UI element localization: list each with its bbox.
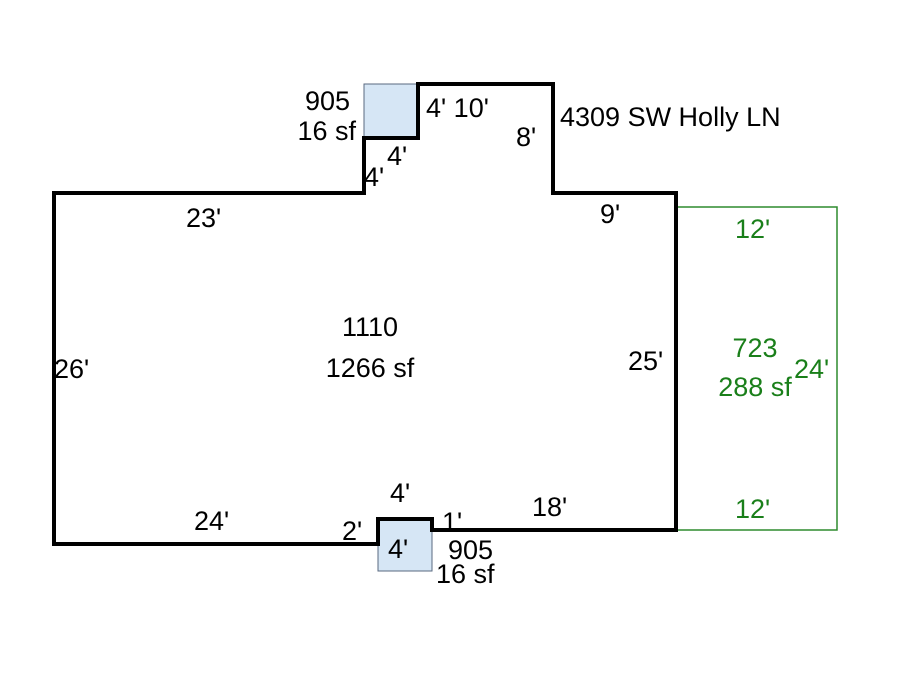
dim-bump-right: 8' <box>516 122 536 152</box>
porch-bottom-shape <box>377 518 433 572</box>
dim-top-right: 9' <box>600 199 620 229</box>
porch-top-shape <box>363 83 419 139</box>
dim-bottom-left: 24' <box>194 506 229 536</box>
dim-bottom-right: 18' <box>532 492 567 522</box>
main-area-code: 1110 <box>342 312 398 342</box>
dim-left: 26' <box>54 354 89 384</box>
dim-notch-top: 4' <box>390 478 410 508</box>
porch-bottom-dim: 4' <box>388 534 408 564</box>
porch-top-code: 905 <box>305 86 350 116</box>
dim-right: 25' <box>628 346 663 376</box>
porch-bottom-area: 16 sf <box>436 559 495 589</box>
dim-top-left: 23' <box>186 203 221 233</box>
garage-dim-top: 12' <box>735 214 770 244</box>
porch-top-area: 16 sf <box>297 116 356 146</box>
dim-bump-side-left: 4' <box>364 162 384 192</box>
dim-notch-left: 2' <box>342 516 362 546</box>
main-area-sf: 1266 sf <box>326 353 415 383</box>
porch-bottom-code: 905 <box>448 535 493 565</box>
main-area-outline <box>52 82 678 546</box>
dim-bump-side-top: 4' <box>387 141 407 171</box>
dim-notch-right: 1' <box>442 507 462 537</box>
address-label: 4309 SW Holly LN <box>560 102 781 132</box>
garage-code: 723 <box>732 333 777 363</box>
garage-dim-bottom: 12' <box>735 494 770 524</box>
garage-area: 288 sf <box>718 372 792 402</box>
garage-dim-right: 24' <box>794 354 829 384</box>
dim-bump-top: 4' 10' <box>426 93 489 123</box>
